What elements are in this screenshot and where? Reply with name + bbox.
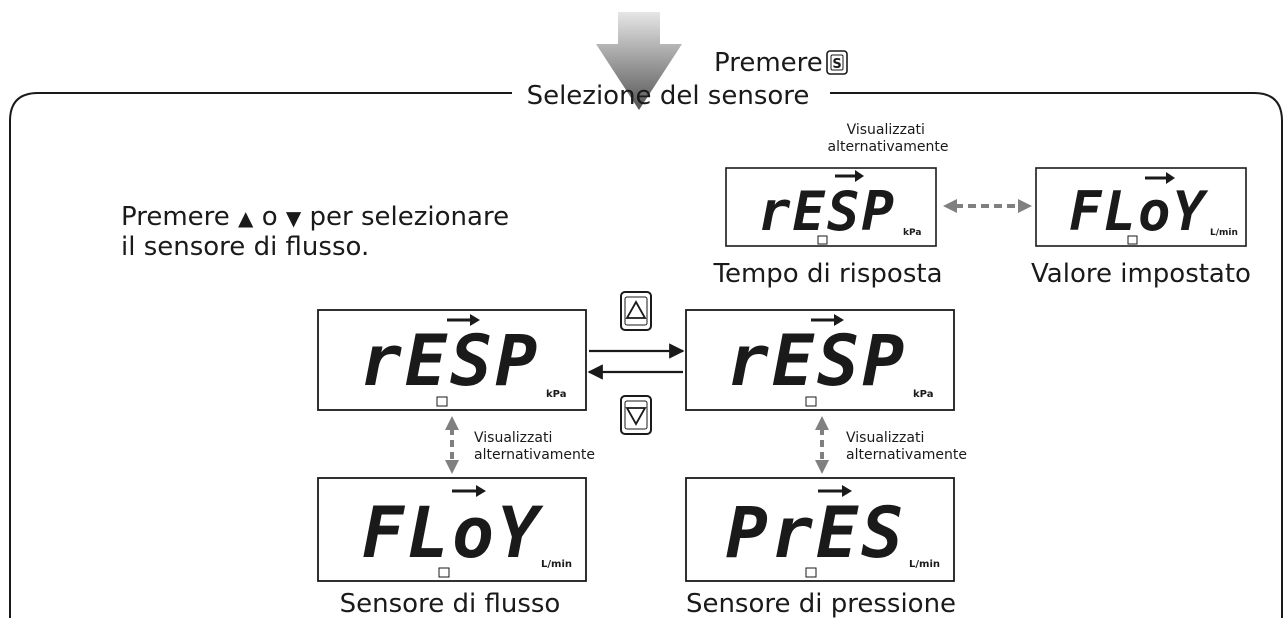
lcd-bottom-pressure: PrES L/min [685,477,955,582]
lcd-bottom-flow-value: FLoY [362,492,544,574]
lcd-mid-right-value: rESP [727,320,908,402]
lcd-bottom-flow: FLoY L/min [317,477,587,582]
lcd-mid-left-unit: kPa [546,389,566,400]
flow-down-arrow [596,12,682,110]
lcd-indicator-icon [438,567,450,578]
right-alternation-note: Visualizzati alternativamente [846,430,967,463]
up-triangle-icon: ▲ [238,206,254,230]
down-triangle-icon: ▼ [286,206,302,230]
lcd-indicator-icon [805,567,817,578]
up-button[interactable] [620,291,652,331]
section-title: Selezione del sensore [527,81,810,111]
left-alternation-arrow [445,416,459,474]
lcd-bottom-flow-unit: L/min [541,559,572,570]
instruction-line-2: il sensore di flusso. [121,232,369,262]
top-alternation-arrow [943,199,1032,213]
lcd-top-flow: FLoY L/min [1035,167,1247,247]
lcd-top-response-unit: kPa [903,228,921,238]
lcd-indicator-icon [1127,235,1138,245]
lcd-bottom-pressure-value: PrES [726,492,907,574]
lcd-mid-left-response: rESP kPa [317,309,587,411]
press-label: Premere [714,48,823,78]
section-frame [9,92,1283,618]
caption-tempo-risposta: Tempo di risposta [713,259,943,289]
caption-sensore-pressione: Sensore di pressione [686,589,956,618]
down-arrow-icon [625,407,647,426]
top-alternation-note: Visualizzati alternativamente [827,122,948,155]
left-alternation-note: Visualizzati alternativamente [474,430,595,463]
lcd-mid-right-response: rESP kPa [685,309,955,411]
caption-sensore-flusso: Sensore di flusso [340,589,561,618]
s-key-icon: S [826,50,848,75]
lcd-mid-left-value: rESP [360,320,541,402]
lcd-top-flow-unit: L/min [1210,228,1238,238]
lcd-top-response-value: rESP [758,180,896,243]
lcd-indicator-icon [817,235,828,245]
lcd-indicator-icon [805,396,817,407]
s-key-glyph: S [832,57,841,72]
lcd-bottom-pressure-unit: L/min [909,559,940,570]
lcd-mid-right-unit: kPa [913,389,933,400]
right-alternation-arrow [815,416,829,474]
down-button[interactable] [620,395,652,435]
caption-valore-impostato: Valore impostato [1031,259,1251,289]
lcd-indicator-icon [436,396,448,407]
lcd-top-response: rESP kPa [725,167,937,247]
up-arrow-icon [625,300,647,319]
lcd-top-flow-value: FLoY [1069,180,1209,243]
instruction-line-1: Premere ▲ o ▼ per selezionare [121,202,509,232]
